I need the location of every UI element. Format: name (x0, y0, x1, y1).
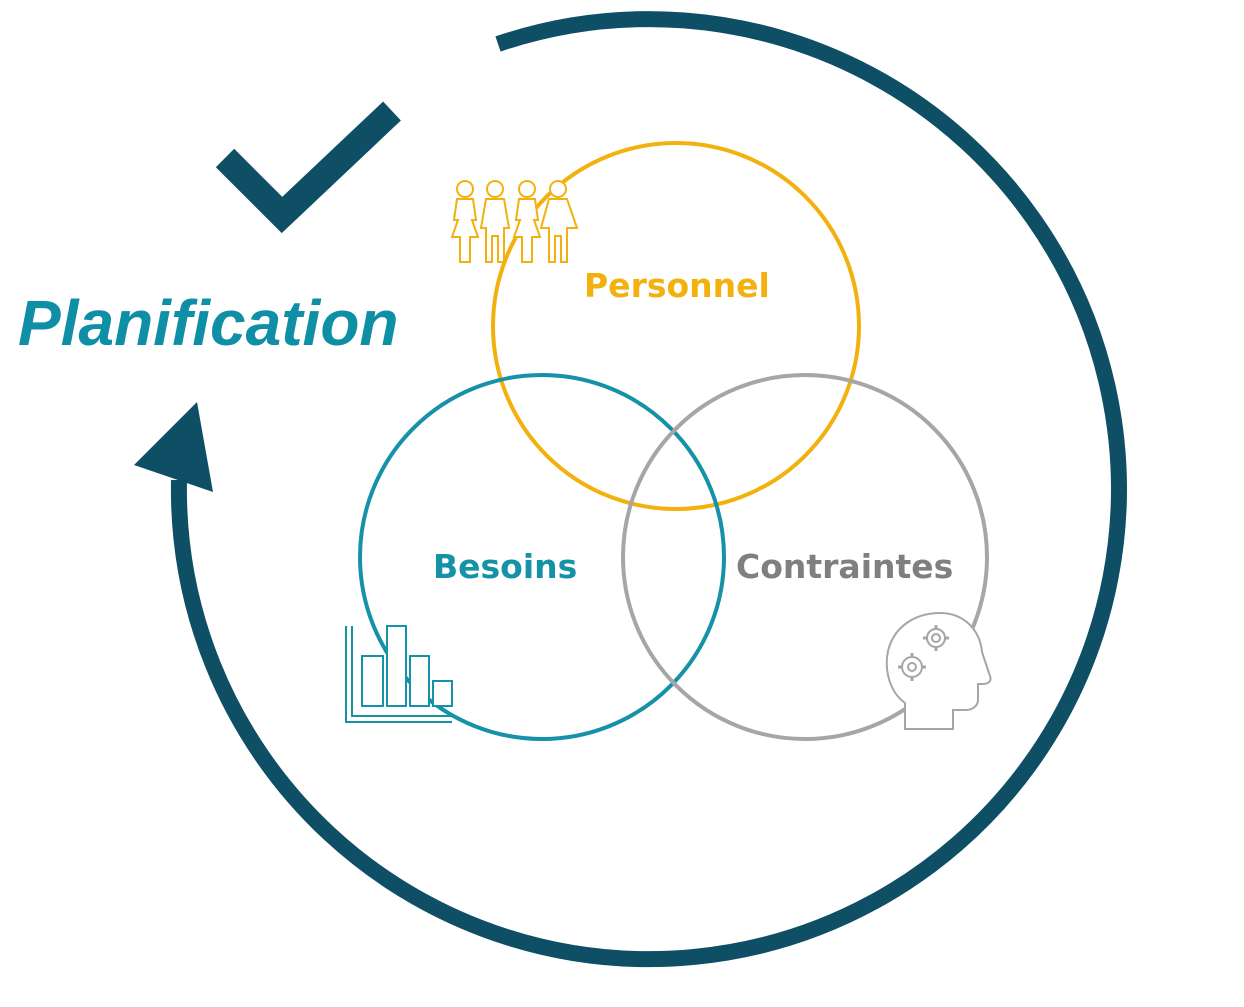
circle-besoins (358, 373, 726, 741)
bar-chart-icon (345, 625, 453, 723)
circle-contraintes (621, 373, 989, 741)
circle-personnel (491, 141, 861, 511)
head-gears-icon (885, 611, 992, 730)
cycle-arrow (170, 11, 1127, 968)
label-contraintes: Contraintes (736, 547, 954, 586)
diagram-title: Planification (18, 287, 399, 359)
label-besoins: Besoins (433, 547, 578, 586)
label-personnel: Personnel (584, 266, 770, 305)
checkmark-icon (215, 101, 401, 234)
cycle-arrow-head (134, 402, 213, 492)
people-group-icon (450, 180, 579, 263)
